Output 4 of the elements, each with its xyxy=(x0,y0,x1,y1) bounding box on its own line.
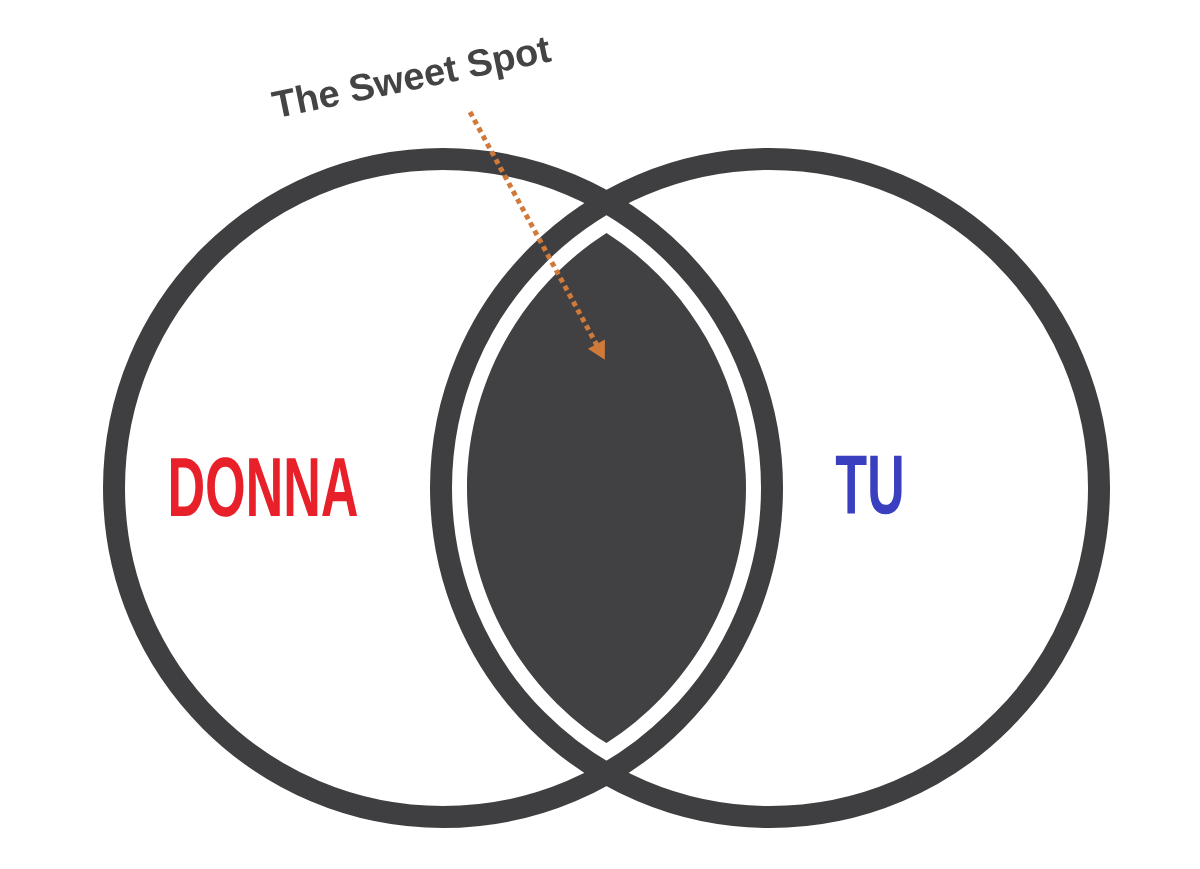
callout-text: The Sweet Spot xyxy=(270,37,552,117)
circle-label: TU xyxy=(835,455,902,515)
circle-label: DONNA xyxy=(171,457,358,517)
lens-shape xyxy=(467,232,746,744)
